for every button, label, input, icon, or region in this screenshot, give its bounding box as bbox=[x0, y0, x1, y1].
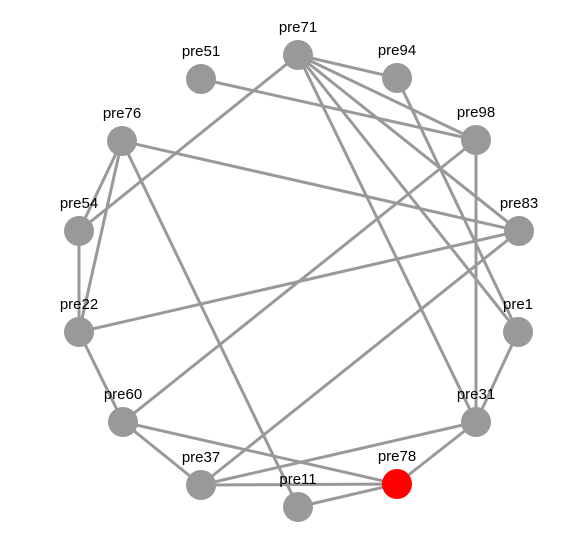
node-circle[interactable] bbox=[64, 216, 94, 246]
node-pre71[interactable]: pre71 bbox=[279, 19, 317, 70]
edge-pre71-pre54 bbox=[78, 53, 299, 233]
edge-pre71-pre83 bbox=[297, 53, 520, 233]
node-label: pre11 bbox=[279, 471, 316, 488]
node-label: pre94 bbox=[378, 42, 416, 59]
node-label: pre54 bbox=[60, 195, 98, 212]
edge-pre31-pre37 bbox=[200, 420, 477, 487]
node-label: pre1 bbox=[503, 296, 533, 313]
edge-pre83-pre37 bbox=[200, 229, 520, 487]
node-label: pre51 bbox=[182, 43, 220, 60]
edge-pre76-pre54 bbox=[77, 140, 124, 232]
node-pre54[interactable]: pre54 bbox=[60, 195, 98, 246]
node-circle[interactable] bbox=[503, 317, 533, 347]
edge-pre31-pre78 bbox=[396, 420, 477, 486]
node-circle[interactable] bbox=[382, 63, 412, 93]
node-circle[interactable] bbox=[283, 492, 313, 522]
node-circle[interactable] bbox=[461, 407, 491, 437]
node-pre22[interactable]: pre22 bbox=[60, 296, 98, 347]
node-pre76[interactable]: pre76 bbox=[103, 105, 141, 156]
edge-pre60-pre37 bbox=[122, 420, 202, 487]
node-label: pre98 bbox=[457, 104, 495, 121]
nodes-layer: pre71 pre51 pre94 pre76 pre98 pre54 pre83 pre22… bbox=[60, 19, 538, 522]
node-circle[interactable] bbox=[461, 125, 491, 155]
node-circle[interactable] bbox=[186, 64, 216, 94]
edge-pre11-pre78 bbox=[297, 482, 398, 509]
edge-pre76-pre22 bbox=[77, 140, 124, 333]
edge-pre76-pre11 bbox=[120, 140, 300, 508]
edge-pre76-pre83 bbox=[121, 139, 520, 233]
edge-pre71-pre94 bbox=[297, 53, 398, 80]
node-circle[interactable] bbox=[186, 470, 216, 500]
node-pre60[interactable]: pre60 bbox=[104, 386, 142, 437]
edge-pre83-pre22 bbox=[78, 229, 520, 334]
edge-pre1-pre31 bbox=[474, 331, 520, 423]
node-label: pre78 bbox=[378, 448, 416, 465]
node-circle[interactable] bbox=[64, 317, 94, 347]
node-label: pre83 bbox=[500, 195, 538, 212]
node-label: pre37 bbox=[182, 449, 220, 466]
node-pre94[interactable]: pre94 bbox=[378, 42, 416, 93]
node-pre31[interactable]: pre31 bbox=[457, 386, 495, 437]
node-circle[interactable] bbox=[382, 469, 412, 499]
edge-pre71-pre98 bbox=[297, 53, 477, 142]
node-pre51[interactable]: pre51 bbox=[182, 43, 220, 94]
node-label: pre76 bbox=[103, 105, 141, 122]
edge-pre94-pre1 bbox=[395, 77, 520, 333]
edge-pre22-pre60 bbox=[77, 331, 125, 423]
node-circle[interactable] bbox=[108, 407, 138, 437]
node-label: pre22 bbox=[60, 296, 98, 313]
edge-pre71-pre31 bbox=[296, 54, 478, 423]
node-circle[interactable] bbox=[504, 216, 534, 246]
node-pre11[interactable]: pre11 bbox=[279, 471, 317, 522]
node-pre98[interactable]: pre98 bbox=[457, 104, 495, 155]
node-pre83[interactable]: pre83 bbox=[500, 195, 538, 246]
edge-pre60-pre78 bbox=[122, 420, 398, 486]
edges-layer bbox=[77, 53, 520, 509]
node-circle[interactable] bbox=[107, 126, 137, 156]
node-label: pre60 bbox=[104, 386, 142, 403]
node-pre1[interactable]: pre1 bbox=[503, 296, 533, 347]
edge-pre51-pre98 bbox=[200, 77, 477, 142]
node-circle[interactable] bbox=[283, 40, 313, 70]
node-pre37[interactable]: pre37 bbox=[182, 449, 220, 500]
edge-pre37-pre78 bbox=[200, 482, 398, 487]
node-pre78[interactable]: pre78 bbox=[378, 448, 416, 499]
node-label: pre71 bbox=[279, 19, 317, 36]
node-label: pre31 bbox=[457, 386, 495, 403]
